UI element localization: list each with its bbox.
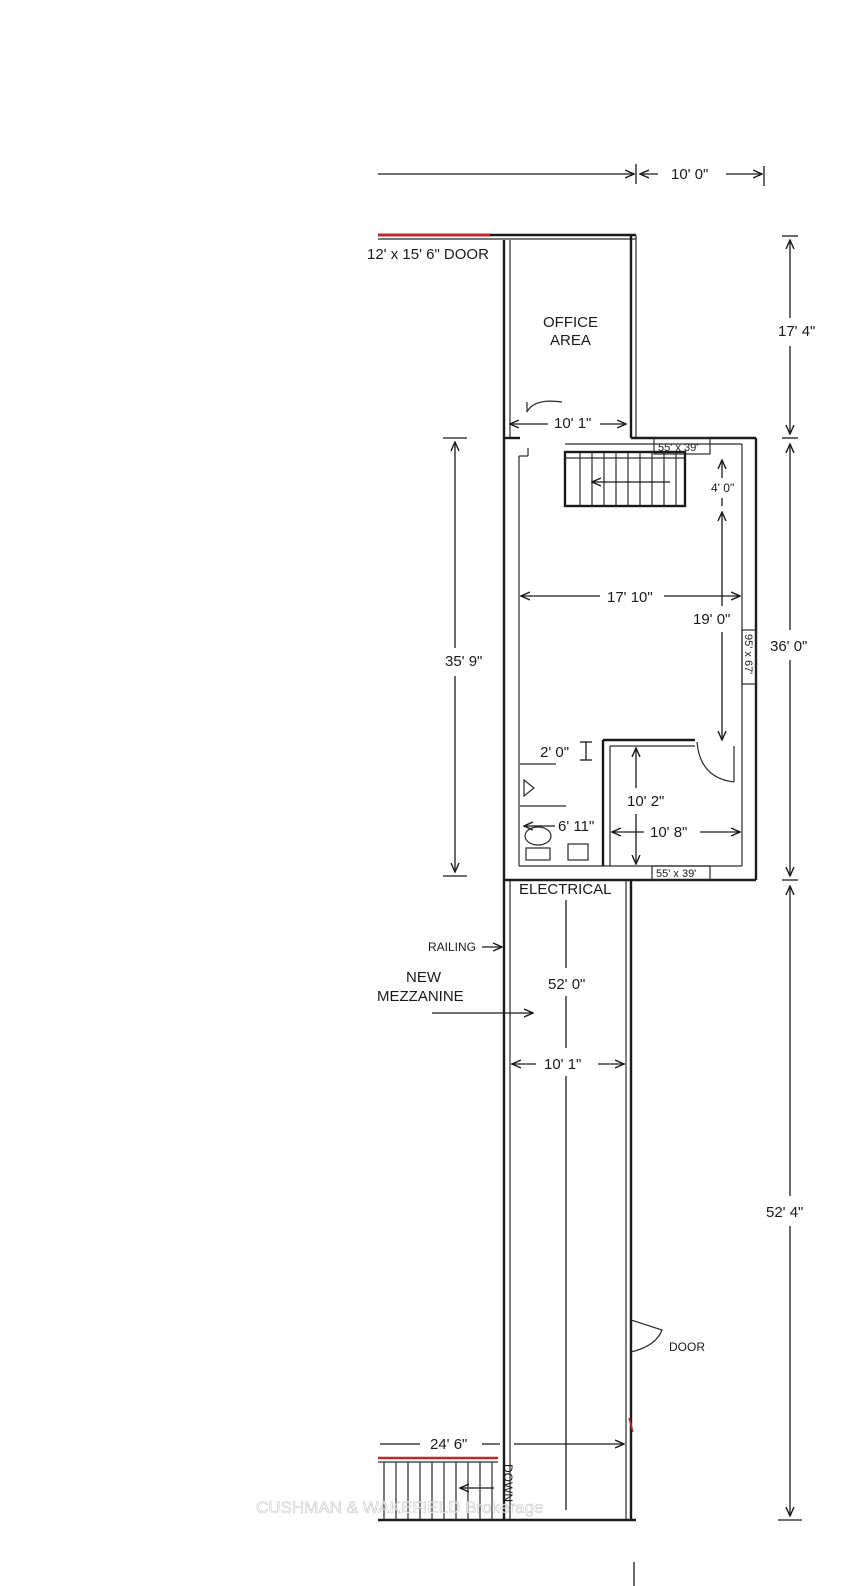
washroom-and-room: 2' 0" 6' 11" 10' 2" 10' 8" [520, 738, 740, 866]
overall-width-label: 10' 0" [671, 166, 708, 183]
railing-label: RAILING [428, 940, 476, 954]
dim-24-6-label: 24' 6" [430, 1436, 467, 1453]
room-10-2-label: 10' 2" [627, 793, 664, 810]
office-area-label-2: AREA [550, 332, 591, 349]
office-width-label: 10' 1" [554, 415, 591, 432]
main-width-label: 17' 10" [607, 589, 653, 606]
dim-52-4: 52' 4" [766, 886, 803, 1521]
main-depth-label: 19' 0" [693, 611, 730, 628]
dim-36-0-label: 36' 0" [770, 638, 807, 655]
electrical-label: ELECTRICAL [519, 881, 612, 898]
wc-6-11-label: 6' 11" [558, 818, 594, 835]
watermark: CUSHMAN & WAKEFIELD Brokerage [256, 1498, 544, 1517]
wc-2-0-label: 2' 0" [540, 744, 569, 761]
dim-17-4-label: 17' 4" [778, 323, 815, 340]
rear-door: 12' x 15' 6" DOOR [367, 233, 636, 263]
dim-36-0: 36' 0" [770, 444, 807, 881]
side-door-label: DOOR [669, 1340, 705, 1354]
stair: 4' 0" [563, 450, 734, 508]
down-label: DOWN [501, 1464, 515, 1502]
overall-width-dimension: 10' 0" [378, 164, 765, 186]
dim-17-4: 17' 4" [778, 235, 815, 439]
office-area: OFFICE AREA 10' 1" [502, 235, 637, 438]
stair-width-label: 4' 0" [711, 481, 734, 495]
main-room: 55' x 39' 95' x 67' 55' x 39' [502, 436, 758, 882]
rear-door-label: 12' x 15' 6" DOOR [367, 246, 489, 263]
dim-35-9: 35' 9" [443, 437, 482, 877]
dim-52-4-label: 52' 4" [766, 1204, 803, 1221]
main-room-dims: 17' 10" 19' 0" [521, 512, 740, 740]
room-10-8-label: 10' 8" [650, 824, 687, 841]
dim-52-0-label: 52' 0" [548, 976, 585, 993]
mezzanine-label-2: MEZZANINE [377, 988, 464, 1005]
mezz-width-label: 10' 1" [544, 1056, 581, 1073]
window-bottom-label: 55' x 39' [656, 868, 696, 880]
mezzanine-label-1: NEW [406, 969, 442, 986]
dim-35-9-label: 35' 9" [445, 653, 482, 670]
window-right-label: 95' x 67' [742, 634, 754, 674]
office-area-label-1: OFFICE [543, 314, 598, 331]
front-section: ELECTRICAL RAILING NEW MEZZANINE 52' 0" … [377, 880, 705, 1522]
